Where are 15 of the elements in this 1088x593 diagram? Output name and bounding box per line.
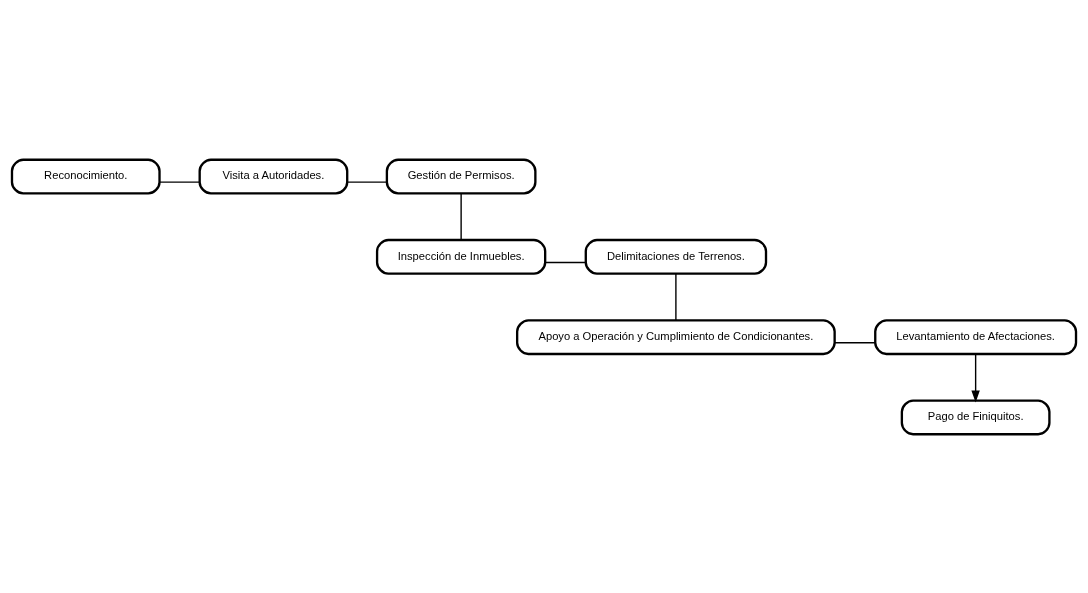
node-box: Visita a Autoridades. (198, 158, 349, 194)
arrow (971, 353, 980, 403)
node-box: Inspección de Inmuebles. (375, 238, 547, 275)
node-box: Levantamiento de Afectaciones. (874, 318, 1078, 355)
connector (158, 180, 201, 183)
connector (675, 272, 677, 321)
connector (460, 192, 462, 241)
node-box: Reconocimiento. (10, 158, 161, 194)
connector (346, 180, 388, 183)
node-box: Gestión de Permisos. (385, 158, 537, 194)
node-box: Pago de Finiquitos. (900, 399, 1051, 435)
connector (834, 341, 876, 343)
node-box: Apoyo a Operación y Cumplimiento de Condicionantes. (516, 318, 836, 355)
connector (544, 261, 587, 263)
node-box: Delimitaciones de Terrenos. (584, 238, 768, 275)
